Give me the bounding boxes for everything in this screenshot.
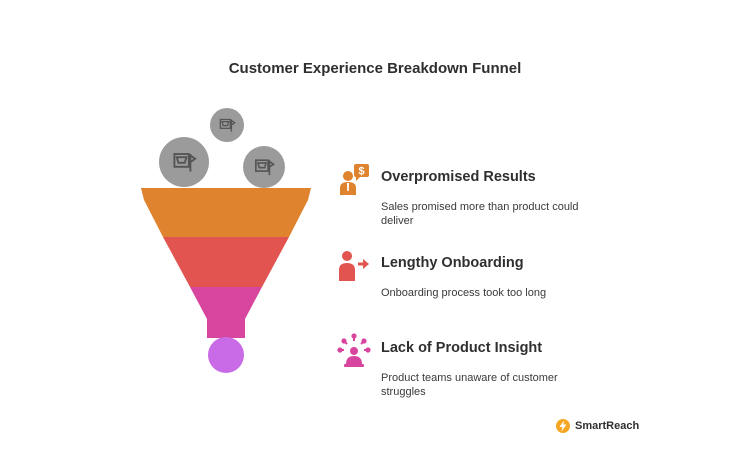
stage-3-title: Lack of Product Insight bbox=[381, 340, 543, 356]
funnel-ball-right bbox=[243, 146, 285, 188]
smartreach-brand: SmartReach bbox=[555, 416, 639, 436]
smartreach-logo-icon bbox=[556, 419, 570, 433]
svg-text:$: $ bbox=[358, 166, 364, 178]
stage-1-description: Sales promised more than product could d… bbox=[381, 201, 579, 227]
funnel-stage-2-segment bbox=[163, 237, 289, 287]
salesperson-dollar-icon: $ bbox=[340, 164, 369, 195]
funnel-ball-small bbox=[210, 108, 244, 142]
alert-person-icon bbox=[337, 333, 371, 367]
stage-3-description: Product teams unaware of customer strugg… bbox=[381, 372, 558, 398]
stage-2-title: Lengthy Onboarding bbox=[381, 255, 524, 271]
stage-1-title: Overpromised Results bbox=[381, 169, 536, 185]
funnel-ball-left bbox=[159, 137, 209, 187]
funnel-bottom-circle bbox=[208, 337, 244, 373]
shopping-cart-sign-icon bbox=[255, 159, 275, 176]
stage-2-description: Onboarding process took too long bbox=[381, 287, 547, 299]
diagram-title: Customer Experience Breakdown Funnel bbox=[228, 60, 522, 77]
person-arrow-icon bbox=[339, 251, 369, 281]
shopping-cart-sign-icon bbox=[173, 153, 197, 172]
funnel-stage-3-segment bbox=[190, 287, 262, 338]
brand-name: SmartReach bbox=[575, 420, 640, 432]
shopping-cart-sign-icon bbox=[219, 118, 236, 132]
funnel-stage-1-segment bbox=[141, 188, 311, 237]
